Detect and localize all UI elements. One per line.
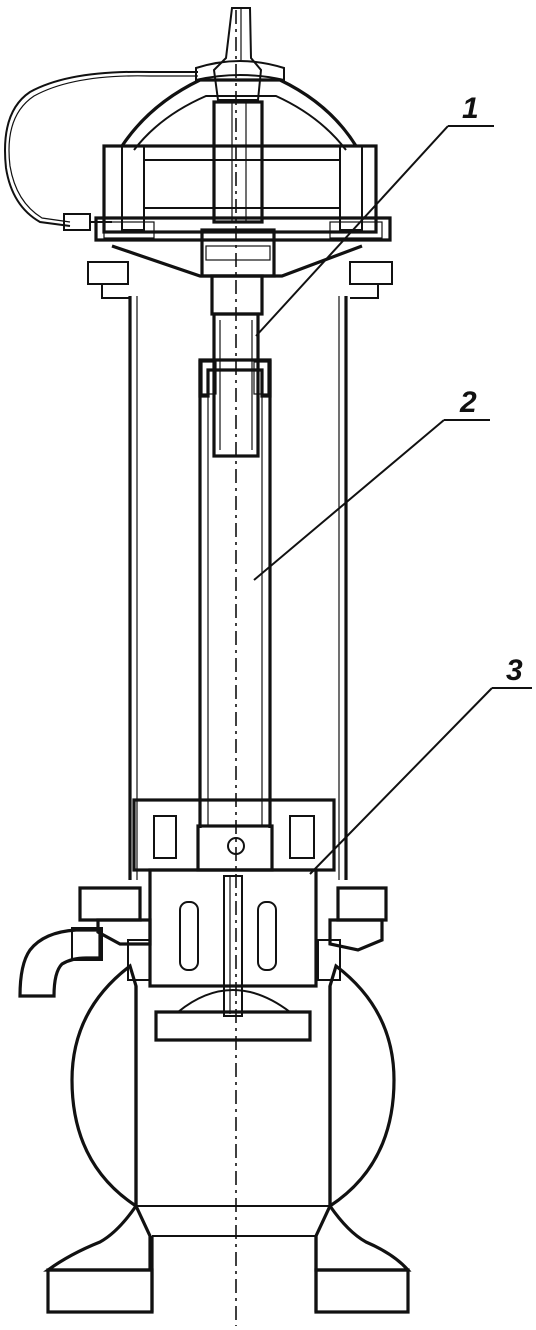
callout-2: 2 bbox=[253, 386, 490, 581]
cap-chain bbox=[4, 70, 198, 231]
valve-housing bbox=[78, 798, 388, 1042]
callout-3: 3 bbox=[309, 654, 532, 875]
callout-3-leader bbox=[309, 687, 493, 875]
callout-1: 1 bbox=[255, 92, 494, 337]
top-cap-assembly bbox=[87, 7, 393, 299]
lower-ball-body bbox=[43, 963, 412, 1314]
drain-elbow bbox=[18, 927, 103, 998]
callout-2-label: 2 bbox=[459, 386, 477, 419]
callout-2-leader bbox=[253, 419, 445, 581]
callout-1-label: 1 bbox=[462, 92, 479, 125]
callout-1-leader bbox=[255, 125, 449, 337]
callout-3-label: 3 bbox=[506, 654, 523, 687]
barrel-body bbox=[128, 296, 348, 880]
